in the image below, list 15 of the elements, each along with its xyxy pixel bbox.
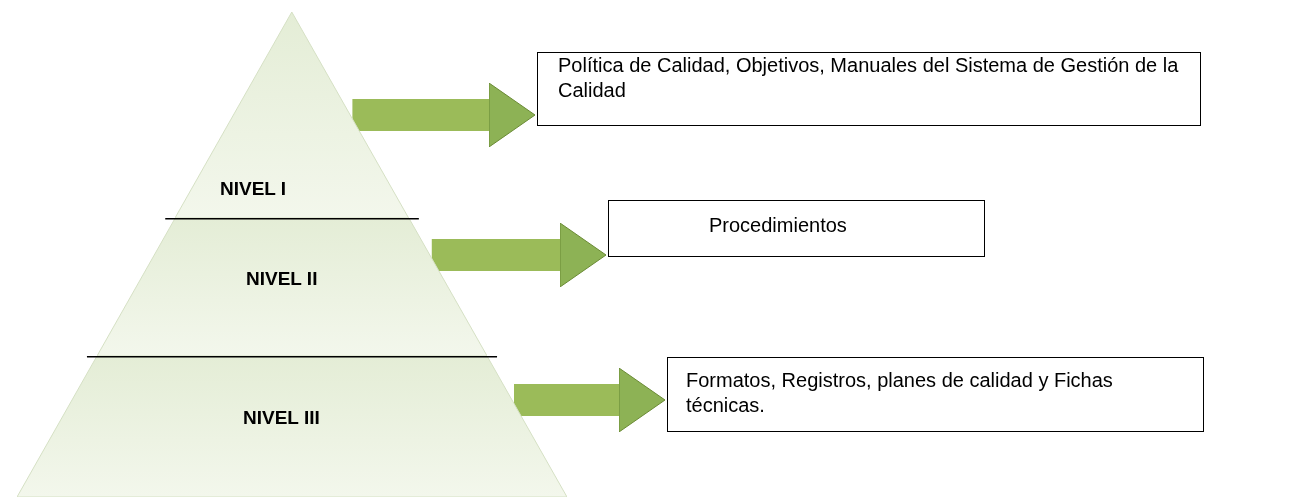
block-arrow [514, 367, 666, 433]
block-arrow [431, 222, 607, 288]
level-label: NIVEL III [243, 407, 320, 429]
level-label: NIVEL I [220, 178, 287, 200]
text-box [608, 200, 985, 257]
pyramid-level [17, 356, 567, 497]
text-box [537, 52, 1201, 126]
pyramid-level [96, 218, 488, 356]
box-text: Política de Calidad, Objetivos, Manuales del Sistema de Gestión de la Calidad [558, 53, 1180, 103]
pyramid-level [175, 12, 409, 218]
box-text: Formatos, Registros, planes de calidad y Fichas técnicas. [686, 368, 1114, 418]
box-text: Procedimientos [709, 213, 848, 238]
text-box [667, 357, 1204, 432]
level-label: NIVEL II [246, 268, 318, 290]
block-arrow [352, 82, 536, 148]
